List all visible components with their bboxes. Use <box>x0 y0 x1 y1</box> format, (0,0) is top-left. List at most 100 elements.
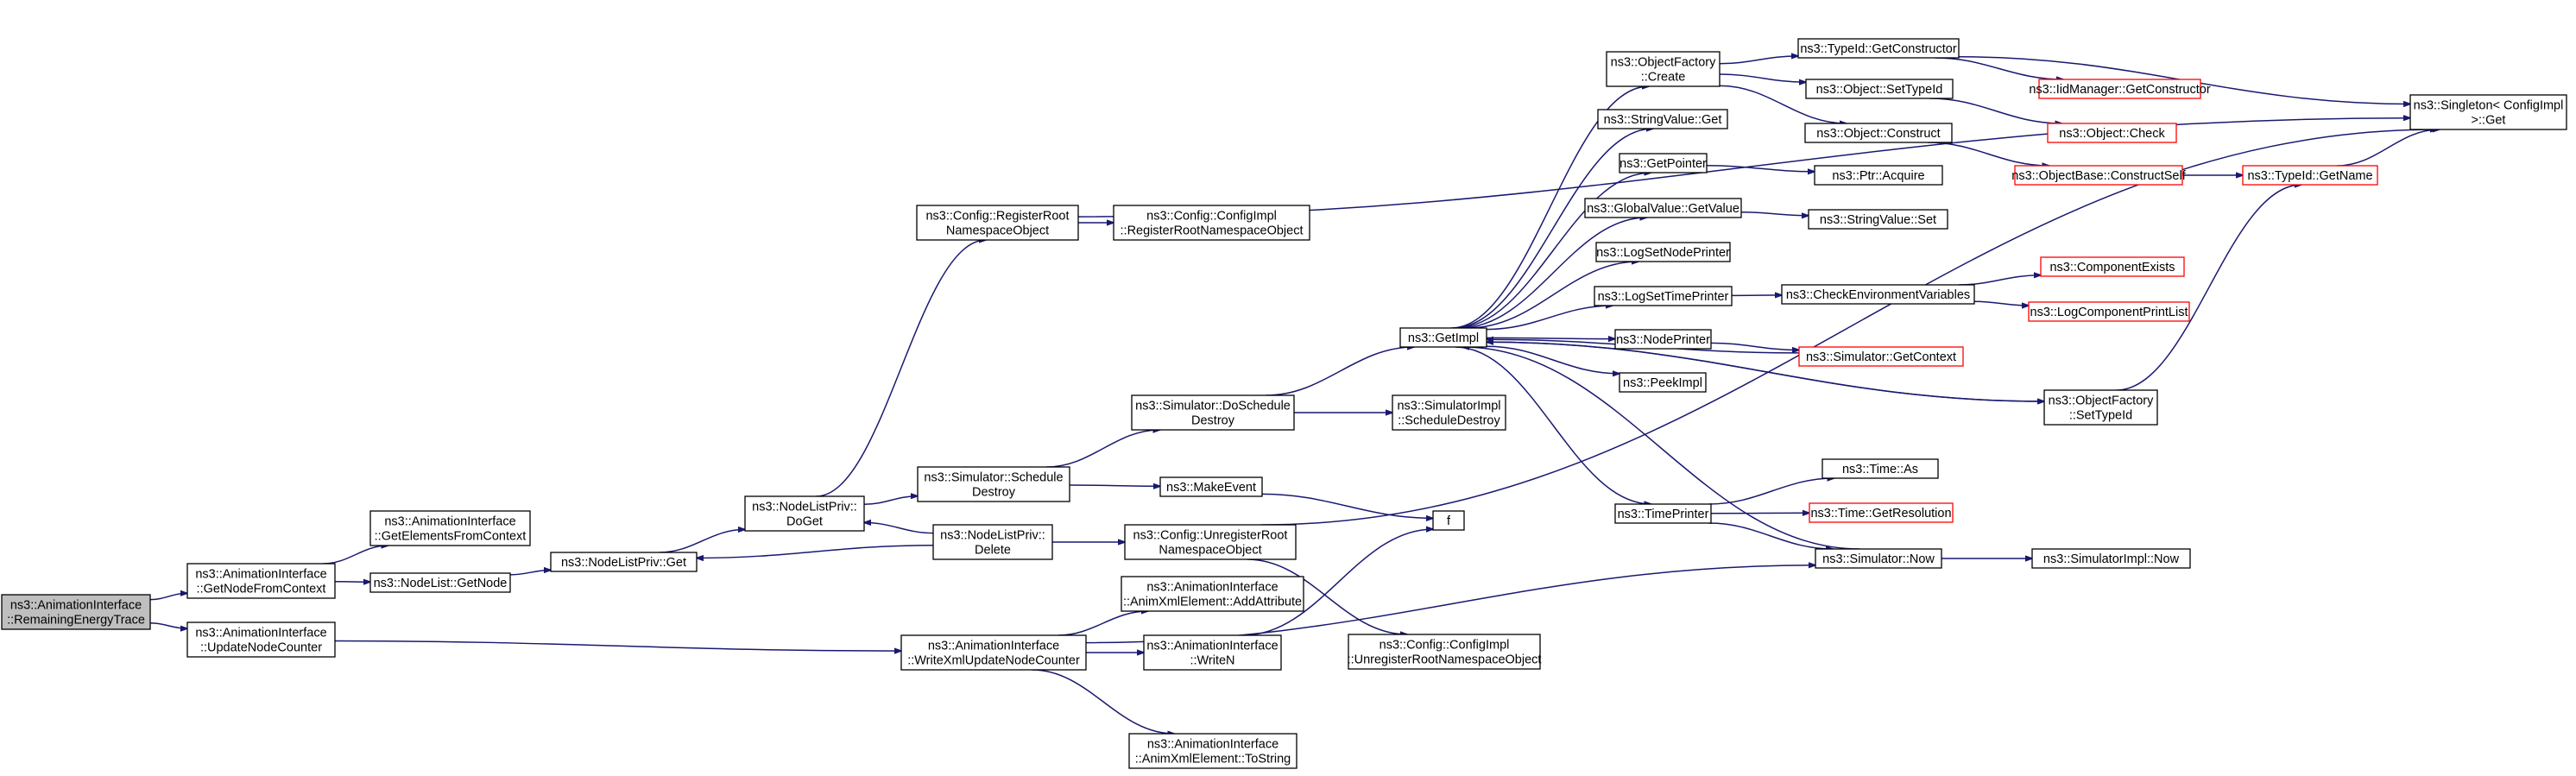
function-node-simimpl_scheduledestroy[interactable]: ns3::SimulatorImpl::ScheduleDestroy <box>1392 394 1506 431</box>
function-node-typeid_getconstructor[interactable]: ns3::TypeId::GetConstructor <box>1797 38 1960 59</box>
function-node-getelements[interactable]: ns3::AnimationInterface::GetElementsFrom… <box>369 510 531 546</box>
function-node-singleton_get[interactable]: ns3::Singleton< ConfigImpl >::Get <box>2409 94 2567 130</box>
function-node-box[interactable] <box>1584 198 1742 218</box>
function-node-objfactory_create[interactable]: ns3::ObjectFactory::Create <box>1606 51 1720 87</box>
function-node-simimpl_now[interactable]: ns3::SimulatorImpl::Now <box>2031 548 2191 569</box>
function-node-objectbase_constructself[interactable]: ns3::ObjectBase::ConstructSelf <box>2011 165 2187 186</box>
function-node-sim_now[interactable]: ns3::Simulator::Now <box>1815 548 1942 569</box>
function-node-ptr_acquire[interactable]: ns3::Ptr::Acquire <box>1814 165 1943 186</box>
function-node-logcomponentprintlist[interactable]: ns3::LogComponentPrintList <box>2028 301 2190 322</box>
function-node-box[interactable] <box>1781 284 1975 305</box>
function-node-object_check[interactable]: ns3::Object::Check <box>2047 123 2177 143</box>
function-node-sim_getcontext[interactable]: ns3::Simulator::GetContext <box>1798 346 1964 367</box>
function-node-timeprinter[interactable]: ns3::TimePrinter <box>1614 503 1712 524</box>
function-node-box[interactable] <box>1594 286 1733 306</box>
function-node-box[interactable] <box>917 466 1070 502</box>
function-node-box[interactable] <box>1159 476 1263 497</box>
function-node-object_settypeid[interactable]: ns3::Object::SetTypeId <box>1805 79 1954 99</box>
function-node-box[interactable] <box>2014 165 2183 186</box>
function-node-nodelistpriv_get[interactable]: ns3::NodeListPriv::Get <box>550 552 698 572</box>
function-node-box[interactable] <box>932 524 1053 560</box>
function-node-box[interactable] <box>1432 510 1465 531</box>
function-node-logsetnodeprinter[interactable]: ns3::LogSetNodePrinter <box>1595 242 1731 262</box>
function-node-stringvalue_set[interactable]: ns3::StringValue::Set <box>1808 209 1948 230</box>
function-node-f[interactable]: f <box>1432 510 1465 531</box>
function-node-componentexists[interactable]: ns3::ComponentExists <box>2040 256 2185 277</box>
function-node-getimpl[interactable]: ns3::GetImpl <box>1399 327 1487 348</box>
function-node-box[interactable] <box>369 572 511 593</box>
function-node-peekimpl[interactable]: ns3::PeekImpl <box>1619 372 1707 393</box>
function-node-nodelist_getnode[interactable]: ns3::NodeList::GetNode <box>369 572 511 593</box>
function-node-getpointer[interactable]: ns3::GetPointer <box>1619 153 1708 173</box>
function-node-box[interactable] <box>1808 209 1948 230</box>
function-node-configimpl_register[interactable]: ns3::Config::ConfigImpl::RegisterRootNam… <box>1113 205 1310 241</box>
function-node-box[interactable] <box>2040 256 2185 277</box>
function-node-box[interactable] <box>916 205 1079 241</box>
function-node-box[interactable] <box>1805 79 1954 99</box>
function-node-stringvalue_get[interactable]: ns3::StringValue::Get <box>1597 109 1728 129</box>
function-node-logsettimeprinter[interactable]: ns3::LogSetTimePrinter <box>1594 286 1733 306</box>
function-node-objfactory_settypeid[interactable]: ns3::ObjectFactory::SetTypeId <box>2043 389 2158 426</box>
function-node-checkenvvars[interactable]: ns3::CheckEnvironmentVariables <box>1781 284 1975 305</box>
function-node-box[interactable] <box>550 552 698 572</box>
function-node-box[interactable] <box>1597 109 1728 129</box>
function-node-box[interactable] <box>1113 205 1310 241</box>
function-node-box[interactable] <box>2047 123 2177 143</box>
function-node-box[interactable] <box>1614 503 1712 524</box>
function-node-nodelistpriv_delete[interactable]: ns3::NodeListPriv::Delete <box>932 524 1053 560</box>
function-node-box[interactable] <box>186 621 336 658</box>
function-node-box[interactable] <box>2028 301 2190 322</box>
function-node-box[interactable] <box>1595 242 1731 262</box>
function-node-box[interactable] <box>1809 502 1954 523</box>
function-node-box[interactable] <box>1814 165 1943 186</box>
function-node-box[interactable] <box>1143 634 1282 671</box>
function-node-box[interactable] <box>369 510 531 546</box>
function-node-addattribute[interactable]: ns3::AnimationInterface::AnimXmlElement:… <box>1121 576 1304 612</box>
function-node-box[interactable] <box>900 634 1087 671</box>
function-node-box[interactable] <box>1128 733 1297 769</box>
function-node-box[interactable] <box>1121 576 1304 612</box>
function-node-box[interactable] <box>1348 634 1541 670</box>
function-node-box[interactable] <box>186 563 336 599</box>
function-node-box[interactable] <box>1614 329 1712 350</box>
function-node-updatenodecounter[interactable]: ns3::AnimationInterface::UpdateNodeCount… <box>186 621 336 658</box>
function-node-writexmlupdate[interactable]: ns3::AnimationInterface::WriteXmlUpdateN… <box>900 634 1087 671</box>
function-node-config_unregister[interactable]: ns3::Config::UnregisterRootNamespaceObje… <box>1124 524 1297 560</box>
function-node-object_construct[interactable]: ns3::Object::Construct <box>1804 123 1953 143</box>
function-node-makeevent[interactable]: ns3::MakeEvent <box>1159 476 1263 497</box>
function-node-box[interactable] <box>1124 524 1297 560</box>
function-node-getnodefromctx[interactable]: ns3::AnimationInterface::GetNodeFromCont… <box>186 563 336 599</box>
function-node-configimpl_unregister[interactable]: ns3::Config::ConfigImpl::UnregisterRootN… <box>1348 634 1542 670</box>
function-node-time_getresolution[interactable]: ns3::Time::GetResolution <box>1809 502 1954 523</box>
function-node-box[interactable] <box>2409 94 2567 130</box>
function-node-box[interactable] <box>2038 79 2201 99</box>
function-node-box[interactable] <box>1619 372 1707 393</box>
function-node-box[interactable] <box>1131 394 1295 431</box>
function-node-box[interactable] <box>2031 548 2191 569</box>
function-node-box[interactable] <box>1392 394 1506 431</box>
function-node-typeid_getname[interactable]: ns3::TypeId::GetName <box>2242 165 2378 186</box>
function-node-time_as[interactable]: ns3::Time::As <box>1822 458 1939 479</box>
function-node-box[interactable] <box>2043 389 2158 426</box>
function-node-writen[interactable]: ns3::AnimationInterface::WriteN <box>1143 634 1282 671</box>
function-node-box[interactable] <box>1 594 151 630</box>
function-node-globalvalue_getvalue[interactable]: ns3::GlobalValue::GetValue <box>1584 198 1742 218</box>
function-node-box[interactable] <box>1804 123 1953 143</box>
function-node-box[interactable] <box>744 495 865 532</box>
function-node-box[interactable] <box>1822 458 1939 479</box>
function-node-sim_scheduledestroy[interactable]: ns3::Simulator::ScheduleDestroy <box>917 466 1070 502</box>
function-node-box[interactable] <box>1619 153 1708 173</box>
function-node-box[interactable] <box>1797 38 1960 59</box>
function-node-box[interactable] <box>1399 327 1487 348</box>
function-node-nodeprinter[interactable]: ns3::NodePrinter <box>1614 329 1712 350</box>
function-node-config_register[interactable]: ns3::Config::RegisterRootNamespaceObject <box>916 205 1079 241</box>
function-node-nodelistpriv_doget[interactable]: ns3::NodeListPriv::DoGet <box>744 495 865 532</box>
function-node-box[interactable] <box>2242 165 2378 186</box>
function-node-remaining[interactable]: ns3::AnimationInterface::RemainingEnergy… <box>1 594 151 630</box>
function-node-box[interactable] <box>1815 548 1942 569</box>
function-node-tostring[interactable]: ns3::AnimationInterface::AnimXmlElement:… <box>1128 733 1297 769</box>
function-node-box[interactable] <box>1798 346 1964 367</box>
function-node-iidmanager_getconstructor[interactable]: ns3::IidManager::GetConstructor <box>2029 79 2211 99</box>
function-node-box[interactable] <box>1606 51 1720 87</box>
